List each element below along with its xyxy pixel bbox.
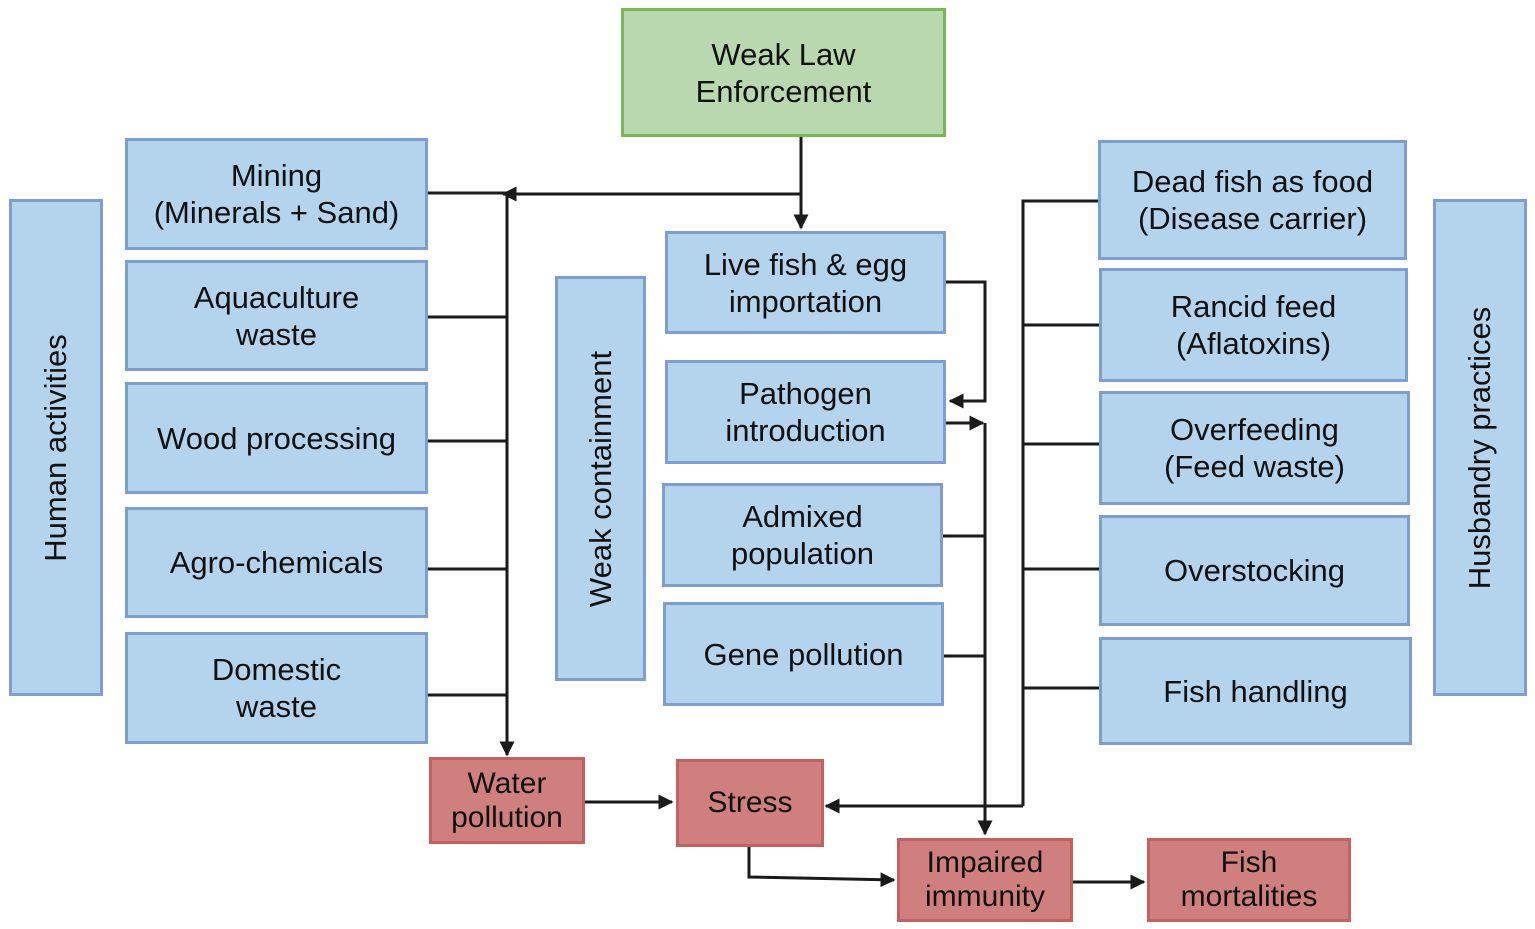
weak-containment-text: Weak containment — [582, 350, 618, 607]
wood-processing-box: Wood processing — [125, 382, 428, 494]
fish-handling-box: Fish handling — [1099, 637, 1412, 745]
gene-pollution-box: Gene pollution — [663, 602, 944, 706]
stress-to-immunity-arrow — [747, 847, 896, 888]
mining-box: Mining (Minerals + Sand) — [125, 138, 428, 250]
impaired-immunity-box: Impaired immunity — [897, 838, 1073, 922]
husbandry-practices-text: Husbandry practices — [1462, 306, 1497, 589]
right-bus — [1021, 199, 1098, 806]
domestic-waste-box: Domestic waste — [125, 632, 428, 744]
importation-to-pathogen-arrow — [946, 280, 987, 409]
stress-box: Stress — [676, 759, 824, 847]
admixed-population-box: Admixed population — [662, 483, 943, 587]
water-pollution-box: Water pollution — [429, 757, 585, 844]
dead-fish-food-box: Dead fish as food (Disease carrier) — [1098, 140, 1407, 260]
rancid-feed-box: Rancid feed (Aflatoxins) — [1099, 268, 1408, 382]
weak-law-enforcement-box: Weak Law Enforcement — [621, 8, 946, 137]
husbandry-practices-label: Husbandry practices — [1433, 199, 1527, 696]
fish-mortalities-box: Fish mortalities — [1147, 838, 1351, 922]
weak-containment-label: Weak containment — [555, 276, 646, 681]
overfeeding-box: Overfeeding (Feed waste) — [1099, 391, 1410, 505]
live-fish-importation-box: Live fish & egg importation — [665, 231, 946, 334]
agro-chemicals-box: Agro-chemicals — [125, 507, 428, 618]
aquaculture-waste-box: Aquaculture waste — [125, 260, 428, 371]
human-activities-label: Human activities — [9, 199, 103, 696]
pathogen-introduction-box: Pathogen introduction — [665, 360, 946, 464]
human-activities-text: Human activities — [38, 333, 73, 562]
overstocking-box: Overstocking — [1099, 515, 1410, 626]
